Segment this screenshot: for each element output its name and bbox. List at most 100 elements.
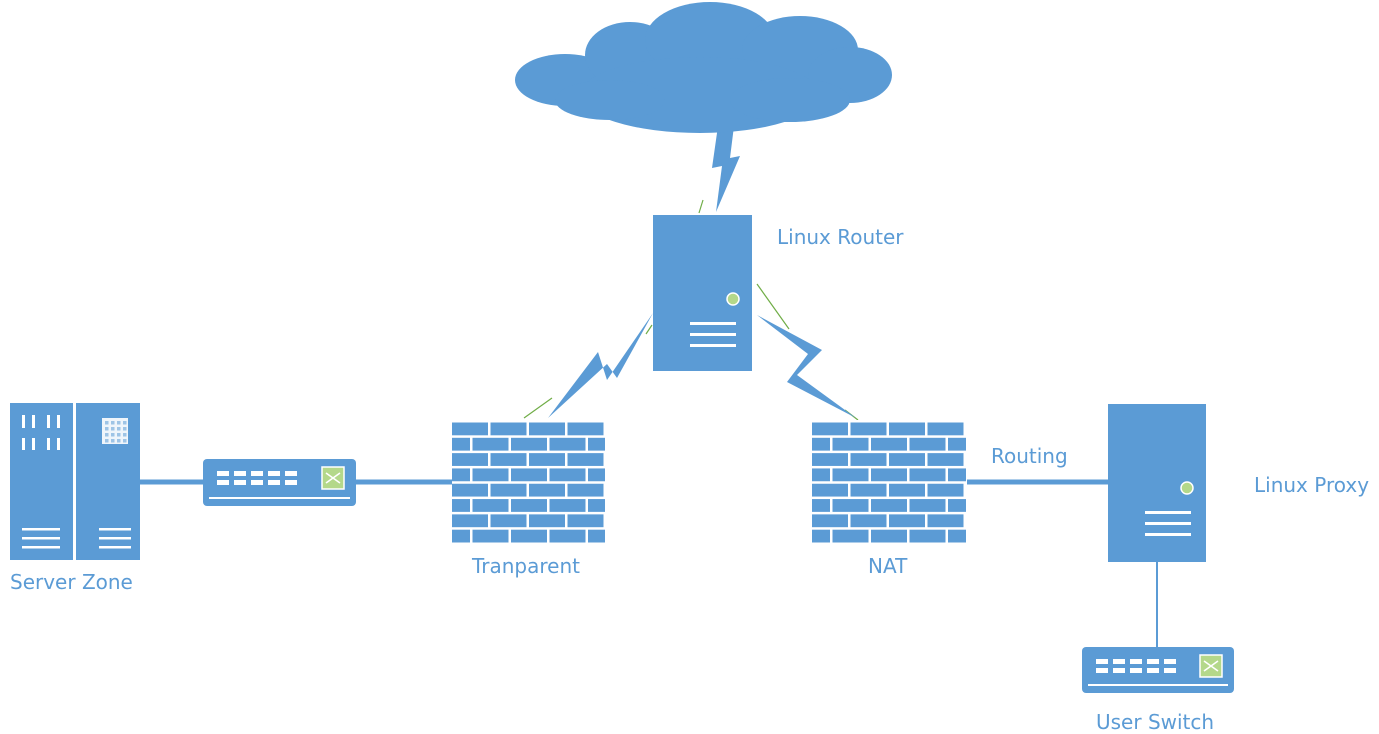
firewall-brick	[889, 514, 925, 528]
firewall-brick	[850, 422, 887, 436]
firewall-brick	[812, 499, 830, 512]
firewall-brick	[850, 453, 887, 466]
firewall-brick	[889, 483, 925, 497]
switch-port	[1130, 668, 1142, 673]
firewall-brick	[832, 468, 869, 482]
firewall-brick	[490, 453, 527, 466]
label-transparent-firewall: Tranparent	[472, 554, 580, 578]
firewall-brick	[452, 483, 488, 497]
firewall-brick	[812, 529, 830, 543]
firewall-brick	[529, 453, 565, 466]
firewall-brick	[549, 499, 586, 512]
firewall-brick	[927, 483, 964, 497]
firewall-brick	[871, 468, 907, 482]
transparent-firewall-icon	[452, 420, 605, 545]
firewall-brick	[588, 499, 605, 512]
firewall-brick	[948, 437, 966, 451]
firewall-brick	[588, 529, 605, 543]
firewall-brick	[850, 483, 887, 497]
firewall-brick	[529, 514, 565, 528]
firewall-brick	[832, 437, 869, 451]
user-switch-icon	[1082, 647, 1234, 693]
firewall-brick	[490, 514, 527, 528]
firewall-brick	[850, 514, 887, 528]
firewall-brick	[452, 529, 470, 543]
accent-line	[523, 397, 553, 419]
firewall-brick	[927, 514, 964, 528]
switch-port	[1096, 659, 1108, 664]
firewall-brick	[832, 499, 869, 512]
wireless-links	[548, 126, 856, 418]
firewall-brick	[452, 422, 488, 436]
switch-port	[285, 480, 297, 485]
firewall-brick	[452, 437, 470, 451]
switch-port	[1164, 659, 1176, 664]
firewall-brick	[909, 437, 946, 451]
firewall-brick	[472, 468, 509, 482]
label-server-zone: Server Zone	[10, 570, 133, 594]
firewall-brick	[832, 529, 869, 543]
switch-port	[1147, 668, 1159, 673]
firewall-brick	[812, 422, 848, 436]
firewall-brick	[909, 529, 946, 543]
switch-port	[1130, 659, 1142, 664]
switch-port	[217, 480, 229, 485]
switch-port	[234, 471, 246, 476]
firewall-brick	[490, 422, 527, 436]
switch-port	[1113, 668, 1125, 673]
firewall-brick	[472, 499, 509, 512]
accent-line	[756, 283, 790, 330]
firewall-brick	[567, 514, 604, 528]
lightning-bolt-icon	[757, 315, 856, 418]
firewall-brick	[472, 437, 509, 451]
firewall-brick	[549, 437, 586, 451]
switch-port	[251, 480, 263, 485]
firewall-brick	[812, 514, 848, 528]
firewall-brick	[567, 422, 604, 436]
firewall-brick	[871, 437, 907, 451]
firewall-brick	[812, 483, 848, 497]
nat-firewall-icon	[812, 420, 966, 545]
firewall-brick	[948, 499, 966, 512]
server-zone-rack-icon	[10, 403, 140, 560]
firewall-brick	[927, 422, 964, 436]
firewall-brick	[588, 437, 605, 451]
firewall-brick	[567, 483, 604, 497]
firewall-brick	[452, 499, 470, 512]
firewall-brick	[567, 453, 604, 466]
firewall-brick	[529, 422, 565, 436]
lightning-bolt-icon	[712, 126, 740, 212]
firewall-brick	[889, 422, 925, 436]
wired-links	[140, 479, 1158, 650]
firewall-brick	[511, 529, 547, 543]
firewall-brick	[549, 529, 586, 543]
firewall-brick	[812, 437, 830, 451]
switch-port	[234, 480, 246, 485]
firewall-brick	[588, 468, 605, 482]
lightning-bolt-icon	[548, 313, 653, 418]
firewall-brick	[871, 529, 907, 543]
firewall-brick	[511, 468, 547, 482]
label-nat-firewall: NAT	[868, 554, 908, 578]
switch-port	[251, 471, 263, 476]
firewall-brick	[511, 437, 547, 451]
firewall-brick	[889, 453, 925, 466]
switch-port	[285, 471, 297, 476]
firewall-brick	[909, 499, 946, 512]
firewall-brick	[529, 483, 565, 497]
accent-line	[645, 324, 653, 335]
server-switch-icon	[203, 459, 356, 506]
linux-proxy-server-icon	[1108, 404, 1206, 562]
switch-port	[268, 471, 280, 476]
label-linux-proxy: Linux Proxy	[1254, 473, 1370, 497]
rack-grid-panel	[102, 418, 128, 444]
label-user-switch: User Switch	[1096, 710, 1215, 734]
switch-port	[1147, 659, 1159, 664]
firewall-brick	[452, 453, 488, 466]
firewall-brick	[909, 468, 946, 482]
firewall-brick	[812, 468, 830, 482]
accent-line	[698, 199, 704, 214]
label-linux-router: Linux Router	[777, 225, 904, 249]
label-routing-link: Routing	[991, 444, 1068, 468]
